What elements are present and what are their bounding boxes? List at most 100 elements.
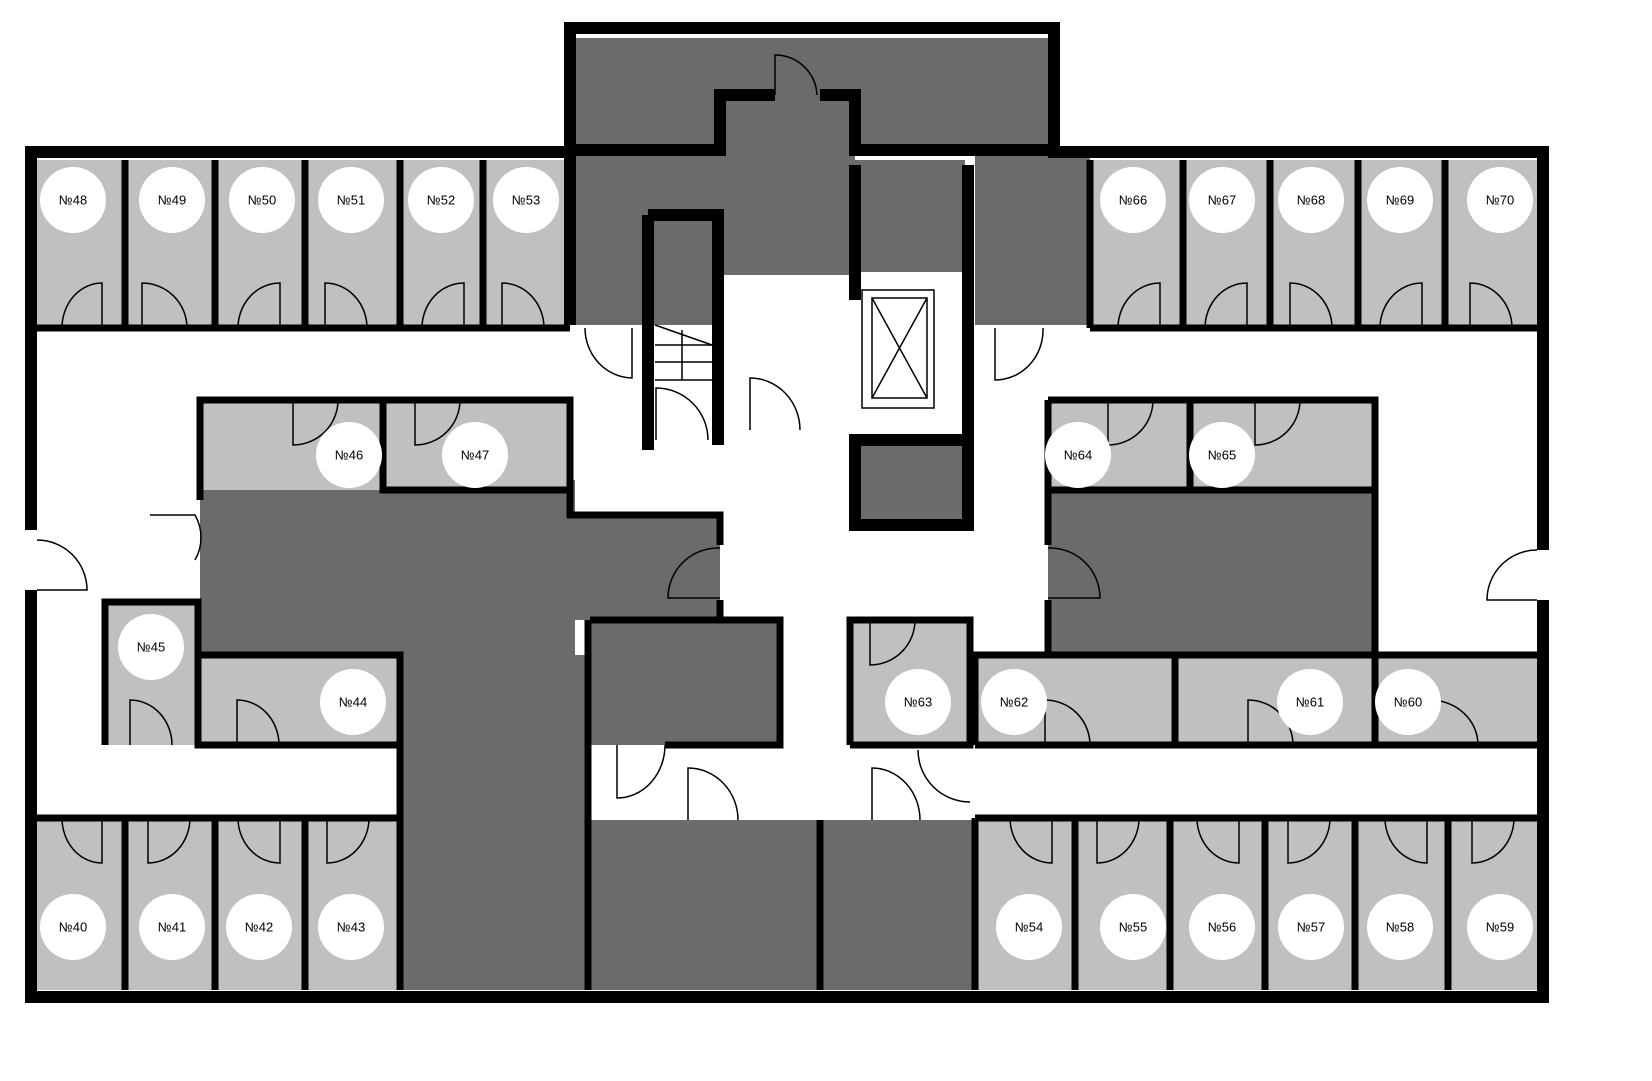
unit-label-circle — [981, 669, 1047, 735]
unit-label: №46 — [335, 448, 363, 463]
unit-label-circle — [229, 167, 295, 233]
unit-label: №69 — [1386, 193, 1414, 208]
unit-marker[interactable]: №43 — [318, 894, 384, 960]
unit-label-circle — [885, 669, 951, 735]
unit-marker[interactable]: №69 — [1367, 167, 1433, 233]
unit-marker[interactable]: №49 — [139, 167, 205, 233]
unit-marker[interactable]: №50 — [229, 167, 295, 233]
walls — [25, 22, 1549, 1003]
unit-label: №61 — [1296, 695, 1324, 710]
unit-label: №55 — [1119, 920, 1147, 935]
unit-marker[interactable]: №45 — [118, 614, 184, 680]
unit-label-circle — [1277, 669, 1343, 735]
unit-marker[interactable]: №47 — [442, 422, 508, 488]
unit-label: №53 — [512, 193, 540, 208]
unit-label: №67 — [1208, 193, 1236, 208]
unit-label: №63 — [904, 695, 932, 710]
unit-marker[interactable]: №63 — [885, 669, 951, 735]
unit-label-circle — [996, 894, 1062, 960]
unit-label: №59 — [1486, 920, 1514, 935]
unit-marker[interactable]: №68 — [1278, 167, 1344, 233]
unit-marker[interactable]: №55 — [1100, 894, 1166, 960]
unit-marker[interactable]: №58 — [1367, 894, 1433, 960]
unit-label: №44 — [339, 695, 367, 710]
unit-label: №54 — [1015, 920, 1043, 935]
unit-label: №42 — [245, 920, 273, 935]
unit-marker[interactable]: №53 — [493, 167, 559, 233]
unit-label: №41 — [158, 920, 186, 935]
unit-label-circle — [318, 167, 384, 233]
unit-label-circle — [118, 614, 184, 680]
unit-label-circle — [1467, 894, 1533, 960]
unit-marker[interactable]: №48 — [40, 167, 106, 233]
unit-marker[interactable]: №44 — [320, 669, 386, 735]
unit-marker[interactable]: №70 — [1467, 167, 1533, 233]
unit-label: №40 — [59, 920, 87, 935]
elevator-icon — [861, 289, 935, 409]
unit-label: №50 — [248, 193, 276, 208]
unit-marker[interactable]: №59 — [1467, 894, 1533, 960]
unit-label-circle — [320, 669, 386, 735]
unit-label: №68 — [1297, 193, 1325, 208]
door-swings — [36, 54, 1538, 864]
unit-labels: №48 №49 №50 №51 №52 №53 №66 №67 №68 №69 №70 №46 №47 №… — [40, 167, 1533, 960]
unit-label: №47 — [461, 448, 489, 463]
unit-label: №49 — [158, 193, 186, 208]
unit-label-circle — [1367, 167, 1433, 233]
unit-label-circle — [1375, 669, 1441, 735]
unit-label-circle — [442, 422, 508, 488]
unit-label-circle — [139, 167, 205, 233]
unit-marker[interactable]: №42 — [226, 894, 292, 960]
unit-label-circle — [318, 894, 384, 960]
unit-label: №45 — [137, 640, 165, 655]
unit-marker[interactable]: №46 — [316, 422, 382, 488]
unit-label-circle — [1189, 422, 1255, 488]
unit-label-circle — [316, 422, 382, 488]
unit-label: №48 — [59, 193, 87, 208]
partition-walls — [121, 160, 1452, 990]
unit-label: №64 — [1064, 448, 1092, 463]
unit-label-circle — [1100, 167, 1166, 233]
unit-marker[interactable]: №54 — [996, 894, 1062, 960]
unit-marker[interactable]: №65 — [1189, 422, 1255, 488]
unit-label: №62 — [1000, 695, 1028, 710]
unit-label-circle — [1189, 167, 1255, 233]
unit-label: №65 — [1208, 448, 1236, 463]
unit-label-circle — [1045, 422, 1111, 488]
unit-label: №60 — [1394, 695, 1422, 710]
unit-marker[interactable]: №60 — [1375, 669, 1441, 735]
unit-marker[interactable]: №62 — [981, 669, 1047, 735]
unit-marker[interactable]: №57 — [1278, 894, 1344, 960]
unit-label: №70 — [1486, 193, 1514, 208]
unit-label-circle — [1189, 894, 1255, 960]
unit-marker[interactable]: №66 — [1100, 167, 1166, 233]
unit-label-circle — [1367, 894, 1433, 960]
unit-label: №66 — [1119, 193, 1147, 208]
unit-label: №52 — [427, 193, 455, 208]
unit-marker[interactable]: №64 — [1045, 422, 1111, 488]
unit-label-circle — [1467, 167, 1533, 233]
unit-label-circle — [408, 167, 474, 233]
unit-label: №51 — [337, 193, 365, 208]
unit-marker[interactable]: №61 — [1277, 669, 1343, 735]
unit-marker[interactable]: №67 — [1189, 167, 1255, 233]
unit-label-circle — [1100, 894, 1166, 960]
unit-label: №43 — [337, 920, 365, 935]
unit-label-circle — [1278, 167, 1344, 233]
unit-marker[interactable]: №41 — [139, 894, 205, 960]
unit-label-circle — [139, 894, 205, 960]
unit-label-circle — [1278, 894, 1344, 960]
unit-marker[interactable]: №56 — [1189, 894, 1255, 960]
unit-label-circle — [40, 894, 106, 960]
common-areas — [200, 38, 1375, 990]
unit-marker[interactable]: №51 — [318, 167, 384, 233]
unit-label-circle — [226, 894, 292, 960]
unit-label: №58 — [1386, 920, 1414, 935]
unit-marker[interactable]: №40 — [40, 894, 106, 960]
unit-label-circle — [40, 167, 106, 233]
unit-marker[interactable]: №52 — [408, 167, 474, 233]
unit-label: №56 — [1208, 920, 1236, 935]
unit-label: №57 — [1297, 920, 1325, 935]
unit-label-circle — [493, 167, 559, 233]
